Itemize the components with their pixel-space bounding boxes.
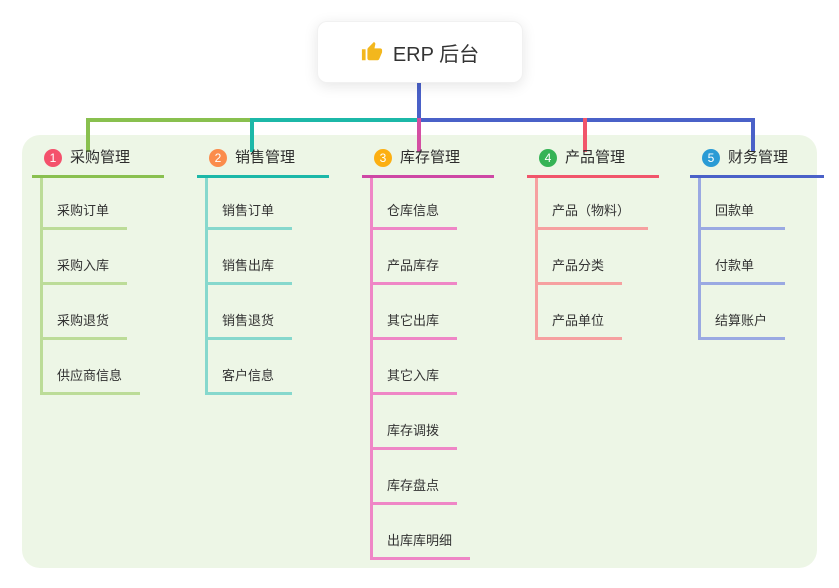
- leaf-node[interactable]: 采购入库: [43, 230, 128, 285]
- branch-children: 销售订单 销售出库 销售退货 客户信息: [205, 178, 293, 395]
- thumbs-up-icon: [361, 41, 383, 63]
- connector-drop-branch4: [583, 118, 587, 152]
- leaf-label: 销售出库: [222, 258, 275, 273]
- connector-drop-branch1: [86, 118, 90, 152]
- leaf-node[interactable]: 产品库存: [373, 230, 458, 285]
- branch-label: 销售管理: [235, 149, 296, 166]
- leaf-node[interactable]: 结算账户: [701, 285, 786, 340]
- leaf-label: 产品单位: [552, 313, 605, 328]
- connector-root-vertical: [417, 81, 421, 122]
- branch-children: 采购订单 采购入库 采购退货 供应商信息: [40, 178, 141, 395]
- leaf-node[interactable]: 出库库明细: [373, 505, 471, 560]
- branch-node[interactable]: 3 库存管理: [362, 147, 494, 178]
- leaf-label: 出库库明细: [387, 533, 453, 548]
- leaf-node[interactable]: 采购订单: [43, 178, 128, 230]
- leaf-label: 销售订单: [222, 203, 275, 218]
- branch-product: 4 产品管理 产品（物料） 产品分类 产品单位: [527, 147, 659, 340]
- branch-children: 产品（物料） 产品分类 产品单位: [535, 178, 649, 340]
- connector-horizontal-green: [86, 118, 254, 122]
- branch-group-panel: [22, 135, 817, 568]
- leaf-node[interactable]: 销售出库: [208, 230, 293, 285]
- branch-purchase: 1 采购管理 采购订单 采购入库 采购退货 供应商信息: [32, 147, 164, 395]
- leaf-node[interactable]: 其它出库: [373, 285, 458, 340]
- connector-drop-branch5: [751, 118, 755, 152]
- leaf-node[interactable]: 客户信息: [208, 340, 293, 395]
- leaf-label: 采购订单: [57, 203, 110, 218]
- leaf-label: 库存调拨: [387, 423, 440, 438]
- branch-sales: 2 销售管理 销售订单 销售出库 销售退货 客户信息: [197, 147, 329, 395]
- leaf-node[interactable]: 其它入库: [373, 340, 458, 395]
- branch-label: 采购管理: [70, 149, 131, 166]
- leaf-label: 其它出库: [387, 313, 440, 328]
- branch-node[interactable]: 2 销售管理: [197, 147, 329, 178]
- leaf-node[interactable]: 销售退货: [208, 285, 293, 340]
- branch-label: 财务管理: [728, 149, 789, 166]
- connector-drop-branch2: [250, 118, 254, 152]
- leaf-label: 采购入库: [57, 258, 110, 273]
- connector-horizontal-blue: [419, 118, 755, 122]
- leaf-label: 供应商信息: [57, 368, 123, 383]
- leaf-label: 结算账户: [715, 313, 768, 328]
- leaf-label: 产品分类: [552, 258, 605, 273]
- leaf-label: 库存盘点: [387, 478, 440, 493]
- branch-badge: 4: [539, 149, 557, 167]
- leaf-label: 仓库信息: [387, 203, 440, 218]
- branch-badge: 2: [209, 149, 227, 167]
- leaf-label: 产品（物料）: [552, 203, 631, 218]
- leaf-node[interactable]: 产品（物料）: [538, 178, 649, 230]
- leaf-label: 回款单: [715, 203, 755, 218]
- leaf-node[interactable]: 产品单位: [538, 285, 623, 340]
- branch-label: 库存管理: [400, 149, 461, 166]
- leaf-label: 付款单: [715, 258, 755, 273]
- leaf-node[interactable]: 销售订单: [208, 178, 293, 230]
- leaf-node[interactable]: 产品分类: [538, 230, 623, 285]
- branch-finance: 5 财务管理 回款单 付款单 结算账户: [690, 147, 824, 340]
- leaf-node[interactable]: 付款单: [701, 230, 785, 285]
- leaf-label: 产品库存: [387, 258, 440, 273]
- root-node-label: ERP 后台: [392, 43, 480, 66]
- leaf-label: 客户信息: [222, 368, 275, 383]
- branch-children: 回款单 付款单 结算账户: [698, 178, 786, 340]
- branch-badge: 3: [374, 149, 392, 167]
- branch-badge: 5: [702, 149, 720, 167]
- leaf-label: 销售退货: [222, 313, 275, 328]
- branch-node[interactable]: 4 产品管理: [527, 147, 659, 178]
- branch-children: 仓库信息 产品库存 其它出库 其它入库 库存调拨 库存盘点 出库库明细: [370, 178, 471, 560]
- leaf-node[interactable]: 库存调拨: [373, 395, 458, 450]
- leaf-node[interactable]: 供应商信息: [43, 340, 141, 395]
- branch-node[interactable]: 5 财务管理: [690, 147, 824, 178]
- leaf-node[interactable]: 采购退货: [43, 285, 128, 340]
- leaf-node[interactable]: 仓库信息: [373, 178, 458, 230]
- leaf-node[interactable]: 回款单: [701, 178, 785, 230]
- branch-node[interactable]: 1 采购管理: [32, 147, 164, 178]
- leaf-node[interactable]: 库存盘点: [373, 450, 458, 505]
- leaf-label: 采购退货: [57, 313, 110, 328]
- branch-label: 产品管理: [565, 149, 626, 166]
- leaf-label: 其它入库: [387, 368, 440, 383]
- root-node[interactable]: ERP 后台: [317, 21, 523, 83]
- branch-inventory: 3 库存管理 仓库信息 产品库存 其它出库 其它入库 库存调拨 库存盘点 出库库…: [362, 147, 494, 560]
- branch-badge: 1: [44, 149, 62, 167]
- connector-drop-branch3: [417, 118, 421, 152]
- connector-horizontal-teal: [254, 118, 419, 122]
